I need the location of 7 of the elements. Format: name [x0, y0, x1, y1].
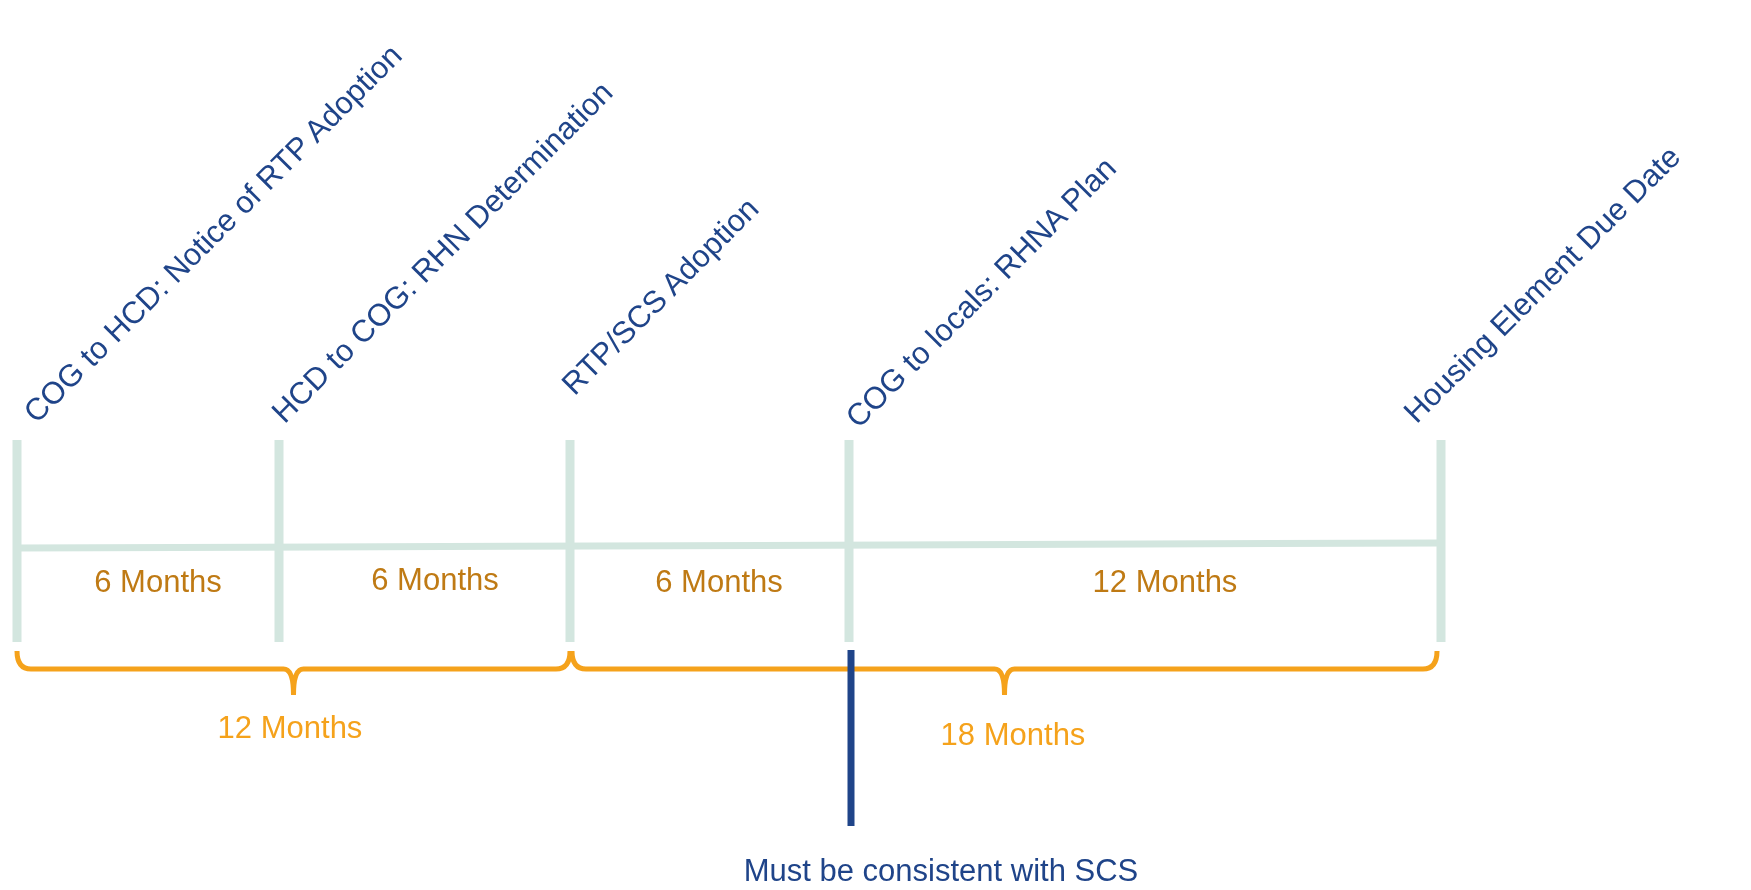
span-label: 18 Months: [940, 719, 1086, 750]
duration-label: 12 Months: [1092, 566, 1238, 597]
duration-label: 6 Months: [371, 564, 499, 595]
span-label: 12 Months: [217, 712, 363, 743]
duration-label: 6 Months: [655, 566, 783, 597]
note-text: Must be consistent with SCS: [743, 855, 1139, 886]
duration-label: 6 Months: [94, 566, 222, 597]
